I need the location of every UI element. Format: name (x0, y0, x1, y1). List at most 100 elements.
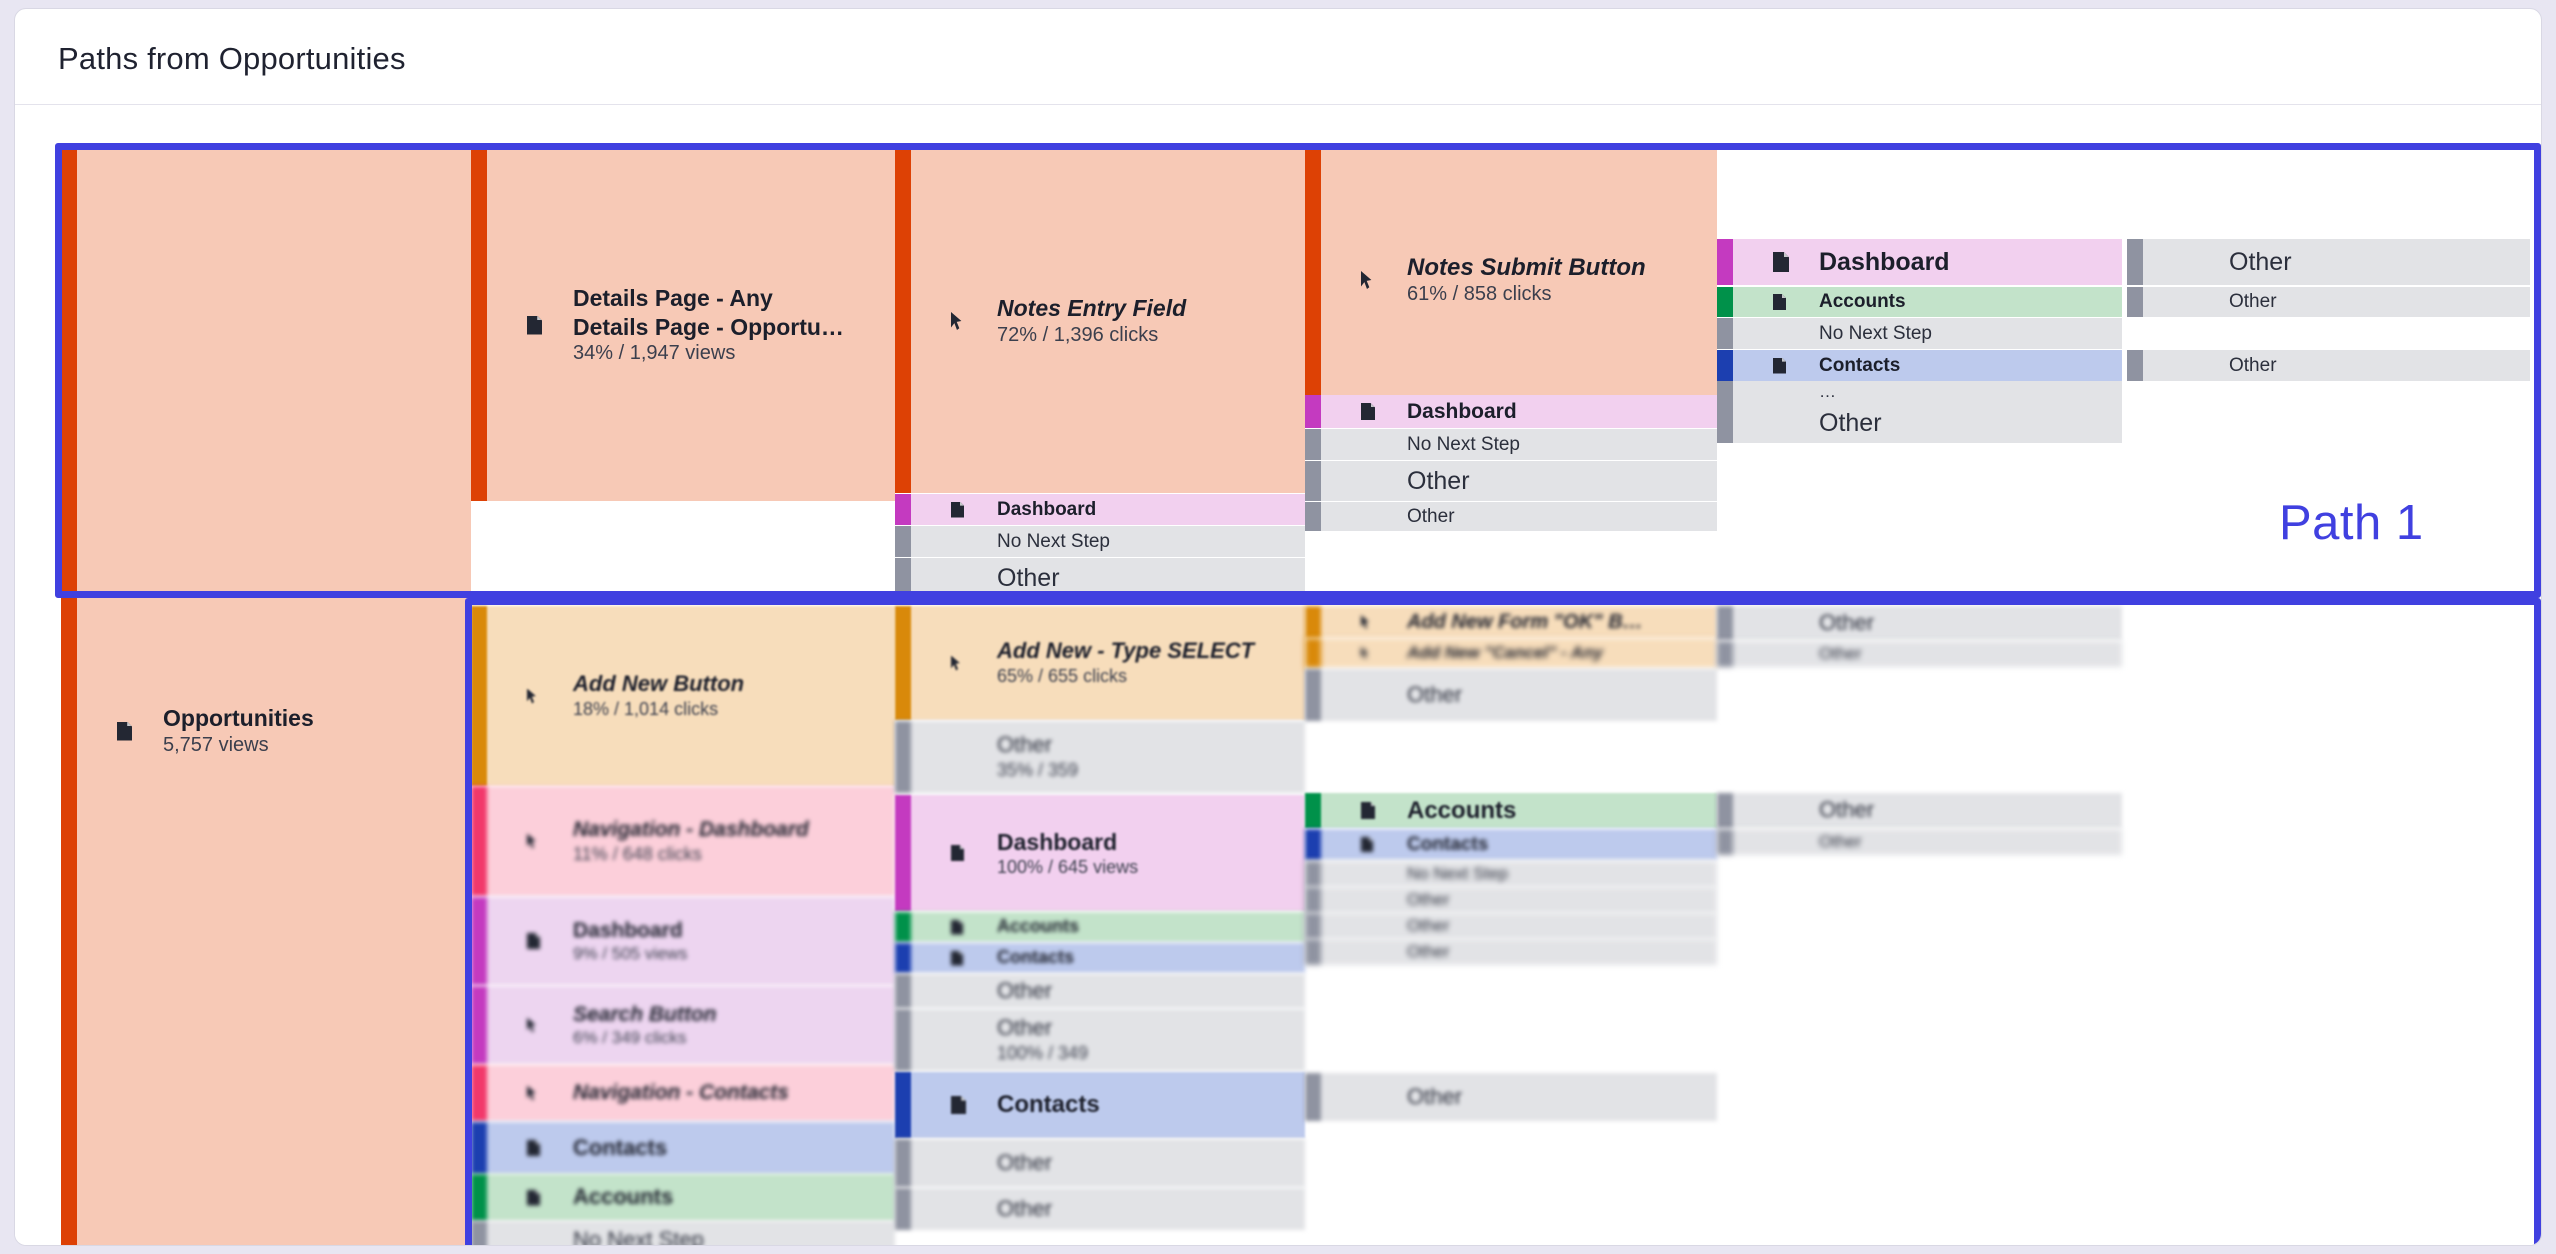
node-color-bar (895, 1072, 911, 1138)
node-l2-dashboard[interactable]: Dashboard 9% / 505 views (471, 897, 895, 985)
page-title: Paths from Opportunities (58, 41, 406, 76)
node-l3-other-c[interactable]: Other (895, 1188, 1305, 1230)
node-l4-other-f[interactable]: Other (1305, 1073, 1717, 1121)
node-color-bar (471, 986, 487, 1064)
node-c6-other-3[interactable]: Other (2127, 350, 2530, 381)
node-l3-other-349[interactable]: Other 100% / 349 (895, 1009, 1305, 1071)
node-c5-contacts[interactable]: Contacts (1717, 350, 2122, 381)
node-c6-other-1[interactable]: Other (2127, 239, 2530, 285)
node-subtext: 100% / 349 (997, 1043, 1089, 1064)
node-l4-other-e[interactable]: Other (1305, 939, 1717, 965)
node-navigation-dashboard[interactable]: Navigation - Dashboard 11% / 648 clicks (471, 786, 895, 896)
node-color-bar (2127, 287, 2143, 317)
node-l4-other-d[interactable]: Other (1305, 913, 1717, 939)
node-l3-other-b[interactable]: Other (895, 1139, 1305, 1187)
node-c4-other-1[interactable]: Other (1305, 461, 1717, 501)
node-label: Other (997, 564, 1060, 593)
node-color-bar (895, 526, 911, 557)
node-notes-submit-button[interactable]: Notes Submit Button 61% / 858 clicks (1305, 149, 1717, 411)
node-color-bar (1305, 829, 1321, 860)
node-l5-other-a[interactable]: Other (1717, 606, 2122, 640)
node-color-bar (1305, 793, 1321, 828)
node-label: Navigation - Contacts (573, 1081, 789, 1105)
node-l2-contacts[interactable]: Contacts (471, 1122, 895, 1174)
node-label: Notes Submit Button (1407, 253, 1646, 281)
node-color-bar (895, 494, 911, 525)
node-c5-dashboard[interactable]: Dashboard (1717, 239, 2122, 285)
node-color-bar (1717, 793, 1733, 828)
doc-icon (117, 721, 139, 741)
node-l5-other-b[interactable]: Other (1717, 641, 2122, 667)
node-color-bar (1717, 350, 1733, 381)
node-add-new-type-select[interactable]: Add New - Type SELECT 65% / 655 clicks (895, 606, 1305, 720)
node-label: Accounts (997, 916, 1080, 937)
node-label: Accounts (1819, 291, 1906, 313)
node-l3-accounts[interactable]: Accounts (895, 912, 1305, 942)
node-c6-other-2[interactable]: Other (2127, 287, 2530, 317)
doc-icon (1361, 403, 1383, 420)
node-opportunities[interactable]: Opportunities 5,757 views (61, 149, 471, 1245)
node-l3-contacts-b[interactable]: Contacts (895, 1072, 1305, 1138)
node-c3-no-next-step[interactable]: No Next Step (895, 526, 1305, 557)
cursor-icon (951, 312, 973, 330)
node-c3-other[interactable]: Other (895, 558, 1305, 599)
node-label: Other (2229, 247, 2292, 276)
node-l2-no-next-step[interactable]: No Next Step (471, 1221, 895, 1245)
doc-icon (527, 315, 549, 335)
node-label: Other (997, 1015, 1053, 1041)
doc-icon (527, 1189, 549, 1206)
node-l5-other-d[interactable]: Other (1717, 829, 2122, 855)
node-search-button[interactable]: Search Button 6% / 349 clicks (471, 986, 895, 1064)
node-color-bar (895, 912, 911, 942)
node-l4-no-next-step[interactable]: No Next Step (1305, 861, 1717, 887)
node-color-bar (895, 558, 911, 599)
node-color-bar (1305, 669, 1321, 721)
cursor-icon (1361, 647, 1383, 659)
node-l4-other-c[interactable]: Other (1305, 887, 1717, 913)
node-c4-dashboard[interactable]: Dashboard (1305, 395, 1717, 428)
node-color-bar (471, 1221, 487, 1245)
node-l5-other-c[interactable]: Other (1717, 793, 2122, 828)
cursor-icon (527, 688, 549, 704)
node-l2-accounts[interactable]: Accounts (471, 1174, 895, 1221)
doc-icon (1773, 294, 1795, 310)
doc-icon (951, 1096, 973, 1114)
node-details-page[interactable]: Details Page - Any Details Page - Opport… (471, 149, 895, 501)
node-l4-other-a[interactable]: Other (1305, 669, 1717, 721)
node-label: Dashboard (997, 828, 1118, 855)
doc-icon (1361, 802, 1383, 819)
node-label: Accounts (573, 1184, 674, 1210)
node-c4-other-2[interactable]: Other (1305, 502, 1717, 531)
title-divider (15, 104, 2541, 105)
node-l3-other-a[interactable]: Other (895, 974, 1305, 1008)
node-label: Other (997, 1195, 1053, 1221)
node-c5-other[interactable]: Other (1717, 403, 2122, 443)
node-label: Dashboard (997, 498, 1097, 520)
doc-icon (1773, 252, 1795, 272)
node-add-new-form-ok-button[interactable]: Add New Form "OK" B… (1305, 606, 1717, 638)
node-label: Other (1819, 831, 1862, 851)
node-label: … (1819, 381, 1836, 401)
node-c5-ellipsis[interactable]: … (1717, 381, 2122, 403)
node-subtext: 9% / 505 views (573, 944, 688, 964)
node-l3-other-359[interactable]: Other 35% / 359 (895, 721, 1305, 793)
doc-icon (951, 950, 973, 966)
node-notes-entry-field[interactable]: Notes Entry Field 72% / 1,396 clicks (895, 149, 1305, 493)
node-l4-accounts[interactable]: Accounts (1305, 793, 1717, 828)
node-label: Add New Button (573, 671, 745, 697)
node-color-bar (1305, 502, 1321, 531)
node-add-new-cancel[interactable]: Add New "Cancel" - Any (1305, 638, 1717, 668)
node-l3-contacts[interactable]: Contacts (895, 943, 1305, 973)
node-c5-accounts[interactable]: Accounts (1717, 287, 2122, 317)
node-c4-no-next-step[interactable]: No Next Step (1305, 429, 1717, 460)
node-l4-contacts[interactable]: Contacts (1305, 829, 1717, 860)
node-navigation-contacts[interactable]: Navigation - Contacts (471, 1065, 895, 1121)
node-l3-dashboard[interactable]: Dashboard 100% / 645 views (895, 795, 1305, 911)
node-add-new-button[interactable]: Add New Button 18% / 1,014 clicks (471, 606, 895, 786)
node-color-bar (1717, 829, 1733, 855)
node-label: No Next Step (1407, 433, 1520, 455)
node-c3-dashboard[interactable]: Dashboard (895, 494, 1305, 525)
node-c5-no-next-step[interactable]: No Next Step (1717, 318, 2122, 349)
node-color-bar (1305, 1073, 1321, 1121)
node-color-bar (1717, 287, 1733, 317)
